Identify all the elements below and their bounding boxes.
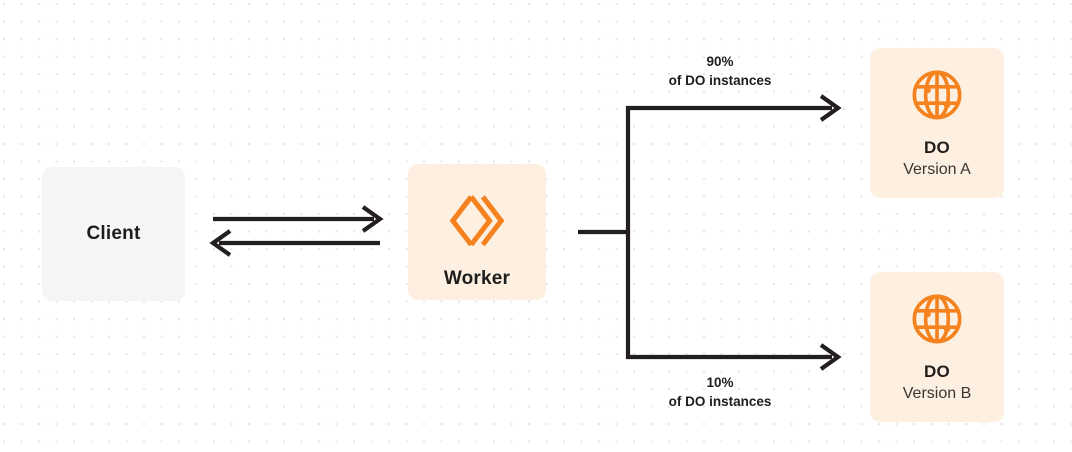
arrow-to-do-b	[626, 343, 842, 371]
node-worker[interactable]: Worker	[408, 164, 546, 300]
edge-label-do-a: 90% of DO instances	[600, 52, 840, 90]
connector-worker-split	[578, 106, 631, 359]
cloudflare-workers-logo-icon	[446, 190, 508, 252]
do-b-sublabel: Version B	[902, 385, 972, 402]
arrow-to-do-a	[626, 94, 842, 122]
edge-label-do-b-percent: 10%	[706, 375, 734, 390]
client-label: Client	[86, 223, 141, 244]
arrow-client-to-worker	[213, 205, 384, 233]
arrow-worker-to-client	[209, 229, 380, 257]
do-a-sublabel: Version A	[903, 161, 971, 178]
do-a-label: DO	[924, 138, 950, 157]
worker-label: Worker	[443, 268, 511, 289]
node-do-version-b[interactable]: DO Version B	[870, 272, 1004, 422]
do-b-label: DO	[924, 362, 950, 381]
edge-label-do-a-percent: 90%	[706, 54, 734, 69]
globe-icon	[908, 66, 966, 124]
edge-label-do-b: 10% of DO instances	[600, 373, 840, 411]
edge-label-do-a-description: of DO instances	[668, 73, 772, 88]
node-client[interactable]: Client	[42, 167, 185, 301]
globe-icon	[908, 290, 966, 348]
node-do-version-a[interactable]: DO Version A	[870, 48, 1004, 198]
edge-label-do-b-description: of DO instances	[668, 394, 772, 409]
